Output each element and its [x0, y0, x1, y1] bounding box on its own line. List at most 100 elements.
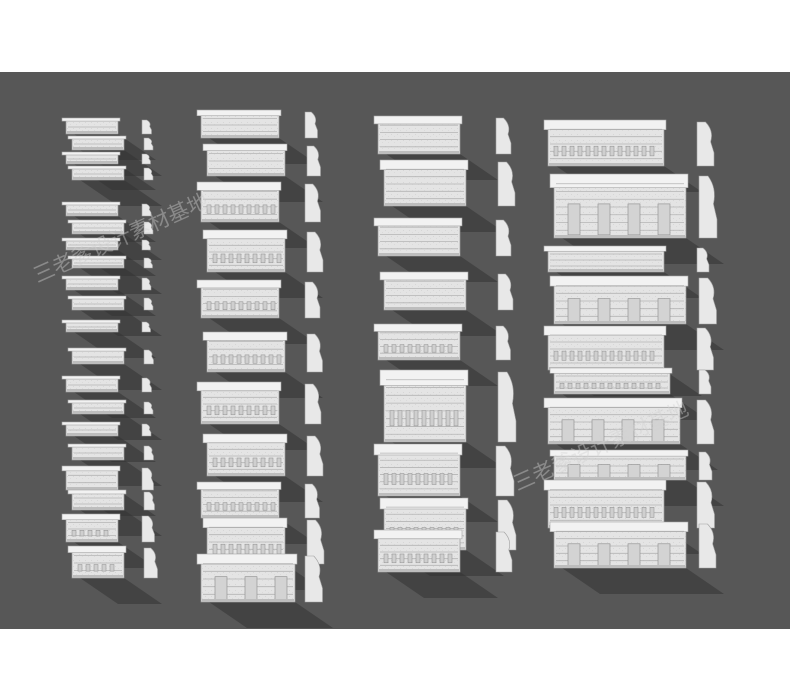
- dentil-block: [260, 543, 266, 555]
- dentil-block: [593, 507, 599, 518]
- dentil-block: [270, 301, 276, 310]
- profile-silhouette: [143, 491, 155, 511]
- molding-underside: [202, 421, 278, 424]
- molding-crown: [196, 181, 282, 191]
- dentil-block: [617, 507, 623, 518]
- dentil-block: [593, 350, 599, 361]
- profile-silhouette: [304, 281, 321, 319]
- molding-crown: [67, 489, 127, 495]
- dentil-block: [220, 354, 226, 364]
- dentil-block: [206, 502, 212, 511]
- profile-silhouette: [143, 167, 154, 181]
- molding-crown: [67, 347, 127, 352]
- dentil-block: [585, 507, 591, 518]
- cast-shadow: [209, 318, 317, 344]
- molding-crown: [549, 449, 689, 457]
- molding-crown: [61, 237, 121, 242]
- molding-crown: [549, 275, 689, 287]
- modillion-block: [621, 419, 635, 443]
- dentil-block: [276, 253, 282, 264]
- cast-shadow: [562, 568, 724, 594]
- profile-silhouette: [143, 297, 154, 311]
- molding-crown: [67, 295, 127, 300]
- molding-crown: [379, 271, 469, 281]
- molding-underside: [208, 269, 284, 272]
- dentil-block: [399, 473, 405, 485]
- dentil-block: [609, 350, 615, 361]
- molding-underside: [379, 151, 459, 154]
- modillion-block: [597, 464, 611, 479]
- dentil-block: [270, 502, 276, 511]
- molding-crown: [67, 255, 127, 260]
- dentil-block: [262, 502, 268, 511]
- dentil-block: [609, 507, 615, 518]
- molding-underside: [379, 569, 459, 572]
- molding-underside: [555, 565, 685, 568]
- dentil-block: [583, 382, 589, 389]
- profile-silhouette: [495, 445, 515, 497]
- molding-crown: [61, 201, 121, 206]
- dentil-block: [206, 204, 212, 214]
- profile-silhouette: [698, 369, 712, 395]
- cast-shadow: [392, 310, 504, 336]
- molding-underside: [67, 213, 117, 216]
- profile-silhouette: [497, 273, 514, 311]
- molding-underside: [379, 493, 459, 496]
- dentil-block: [585, 145, 591, 157]
- dentil-block: [561, 350, 567, 361]
- profile-silhouette: [141, 119, 152, 135]
- dentil-block: [214, 204, 220, 214]
- profile-silhouette: [696, 247, 710, 273]
- dentil-block: [220, 457, 226, 468]
- dentil-block: [399, 344, 405, 353]
- molding-crown: [61, 319, 121, 324]
- dentil-block: [585, 350, 591, 361]
- dentil-block: [236, 457, 242, 468]
- molding-render: [61, 109, 724, 628]
- profile-silhouette: [696, 121, 715, 167]
- dentil-block: [238, 301, 244, 310]
- molding-crown: [379, 369, 469, 386]
- dentil-block: [79, 530, 85, 537]
- dentil-block: [85, 564, 91, 572]
- molding-underside: [73, 411, 123, 414]
- profile-silhouette: [306, 333, 323, 373]
- molding-crown: [67, 165, 127, 170]
- dentil-block: [625, 350, 631, 361]
- molding-crown: [379, 159, 469, 170]
- dentil-block: [252, 457, 258, 468]
- dentil-block: [222, 301, 228, 310]
- molding-crown: [61, 275, 121, 280]
- dentil-block: [439, 473, 445, 485]
- dentil-block: [236, 354, 242, 364]
- molding-crown: [67, 135, 127, 140]
- dentil-block: [214, 502, 220, 511]
- molding-underside: [379, 253, 459, 256]
- profile-silhouette: [495, 325, 511, 361]
- molding-underside: [555, 321, 685, 324]
- dentil-block: [276, 543, 282, 555]
- dentil-block: [228, 457, 234, 468]
- dentil-block: [236, 543, 242, 555]
- dentil-block: [270, 405, 276, 416]
- dentil-block: [252, 253, 258, 264]
- render-canvas: 三老爹设计素材基地 三老爹设计素材基地: [0, 72, 790, 629]
- modillion-block: [627, 203, 641, 236]
- dentil-block: [569, 507, 575, 518]
- dentil-block: [647, 382, 653, 389]
- profile-silhouette: [141, 277, 152, 291]
- dentil-block: [268, 457, 274, 468]
- dentil-block: [212, 253, 218, 264]
- dentil-block: [431, 473, 437, 485]
- molding-underside: [73, 147, 123, 150]
- dentil-block: [447, 473, 453, 485]
- dentil-block: [601, 507, 607, 518]
- dentil-block: [623, 382, 629, 389]
- dentil-block: [212, 354, 218, 364]
- molding-underside: [555, 235, 685, 238]
- dentil-block: [77, 564, 83, 572]
- molding-underside: [202, 135, 278, 138]
- molding-crown: [202, 229, 288, 240]
- molding-underside: [385, 203, 465, 206]
- dentil-block: [220, 253, 226, 264]
